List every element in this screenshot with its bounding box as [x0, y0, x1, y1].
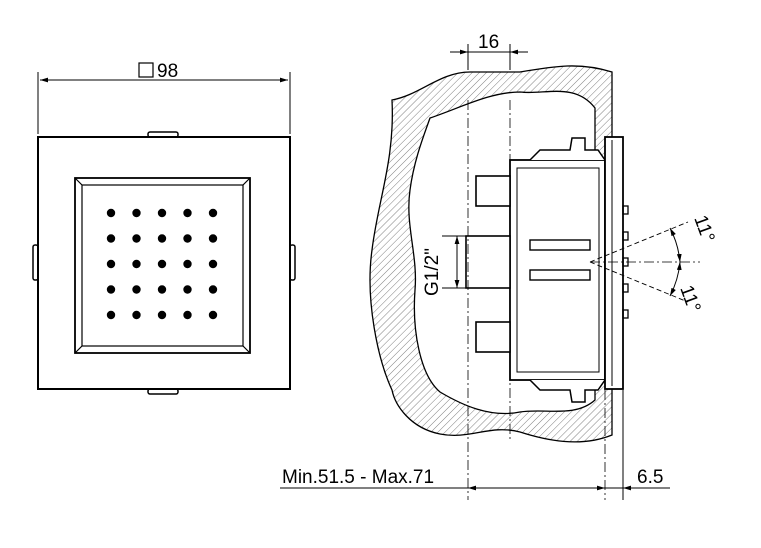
nozzle-grid — [106, 208, 218, 320]
nozzle-dot — [132, 310, 141, 320]
front-view: 98 — [32, 61, 296, 395]
nozzle-dot — [157, 234, 167, 243]
nozzle-dot — [183, 234, 192, 243]
nozzle-dot — [106, 285, 116, 294]
install-range-label: Min.51.5 - Max.71 — [282, 467, 434, 488]
nozzle-dot — [106, 310, 116, 320]
nozzle-dot — [132, 259, 141, 269]
nozzle-dot — [106, 234, 116, 243]
wall-section — [369, 65, 613, 443]
nozzle-dot — [132, 208, 141, 218]
nozzle-dot — [106, 259, 116, 269]
side-plate — [604, 136, 624, 390]
nozzle-dot — [157, 208, 167, 218]
nozzle-dot — [208, 234, 218, 243]
nozzle-dot — [106, 208, 116, 218]
nozzle-dot — [183, 285, 192, 294]
nozzle-dot — [132, 234, 141, 243]
width-label: 98 — [157, 61, 178, 82]
nozzle-dot — [183, 310, 192, 320]
side-view: 16 — [280, 32, 718, 500]
angle-up-label: 11° — [689, 213, 718, 246]
nozzle-dot — [208, 208, 218, 218]
thread-label: G1/2" — [422, 248, 443, 296]
nozzle-dot — [157, 285, 167, 294]
nozzle-dot — [157, 259, 167, 269]
nozzle-dot — [183, 259, 192, 269]
thread-connector — [465, 235, 511, 289]
nozzle-dot — [183, 208, 192, 218]
nozzle-face — [74, 177, 251, 354]
angle-down-label: 11° — [675, 283, 704, 316]
plate-thickness-label: 6.5 — [637, 467, 663, 488]
nozzle-dot — [208, 259, 218, 269]
square-symbol — [138, 62, 154, 78]
nozzle-dot — [132, 285, 141, 294]
depth-label: 16 — [478, 32, 499, 53]
nozzle-dot — [208, 310, 218, 320]
nozzle-dot — [208, 285, 218, 294]
nozzle-dot — [157, 310, 167, 320]
